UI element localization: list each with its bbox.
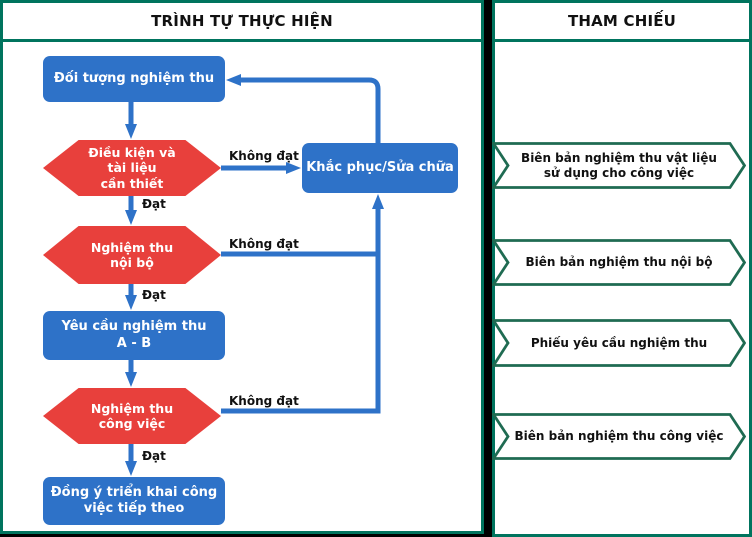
decision-work-acceptance: Nghiệm thu công việc — [43, 388, 221, 444]
chevron-shape — [492, 319, 746, 367]
node-remedy-repair: Khắc phục/Sửa chữa — [302, 143, 458, 193]
label-fail-work: Không đạt — [229, 394, 299, 408]
label-fail-internal: Không đạt — [229, 237, 299, 251]
reference-item-work-acceptance: Biên bản nghiệm thu công việc — [492, 413, 746, 460]
chevron-shape — [492, 239, 746, 286]
label-fail-conditions: Không đạt — [229, 149, 299, 163]
node-approve-next-work: Đồng ý triển khai công việc tiếp theo — [43, 477, 225, 525]
reference-title: THAM CHIẾU — [567, 12, 677, 30]
chevron-shape — [492, 413, 746, 460]
sequence-title: TRÌNH TỰ THỰC HIỆN — [151, 12, 333, 30]
arrow-fix-back-to-start — [226, 74, 381, 143]
reference-item-material-acceptance: Biên bản nghiệm thu vật liệu sử dụng cho… — [492, 142, 746, 189]
reference-item-internal-acceptance: Biên bản nghiệm thu nội bộ — [492, 239, 746, 286]
reference-header: THAM CHIẾU — [495, 3, 749, 42]
reference-item-acceptance-request-form: Phiếu yêu cầu nghiệm thu — [492, 319, 746, 367]
panel-sequence: TRÌNH TỰ THỰC HIỆN Đối tượng ng — [0, 0, 484, 534]
reference-item-label: Biên bản nghiệm thu công việc — [514, 429, 724, 443]
node-acceptance-request-ab: Yêu cầu nghiệm thu A - B — [43, 311, 225, 360]
chevron-shape — [492, 142, 746, 189]
label-pass-work: Đạt — [142, 449, 166, 463]
sequence-header: TRÌNH TỰ THỰC HIỆN — [3, 3, 481, 42]
reference-item-label: Phiếu yêu cầu nghiệm thu — [530, 335, 708, 350]
decision-internal-acceptance: Nghiệm thu nội bộ — [43, 226, 221, 284]
label-pass-internal: Đạt — [142, 288, 166, 302]
reference-item-label: Biên bản nghiệm thu nội bộ — [525, 255, 713, 269]
reference-item-label: Biên bản nghiệm thu vật liệu sử dụng cho… — [521, 150, 717, 180]
label-pass-conditions: Đạt — [142, 197, 166, 211]
decision-conditions-documents: Điều kiện và tài liệu cần thiết — [43, 140, 221, 196]
node-acceptance-object: Đối tượng nghiệm thu — [43, 56, 225, 102]
panel-reference: THAM CHIẾU Biên bản nghiệm thu vật liệu … — [492, 0, 752, 537]
